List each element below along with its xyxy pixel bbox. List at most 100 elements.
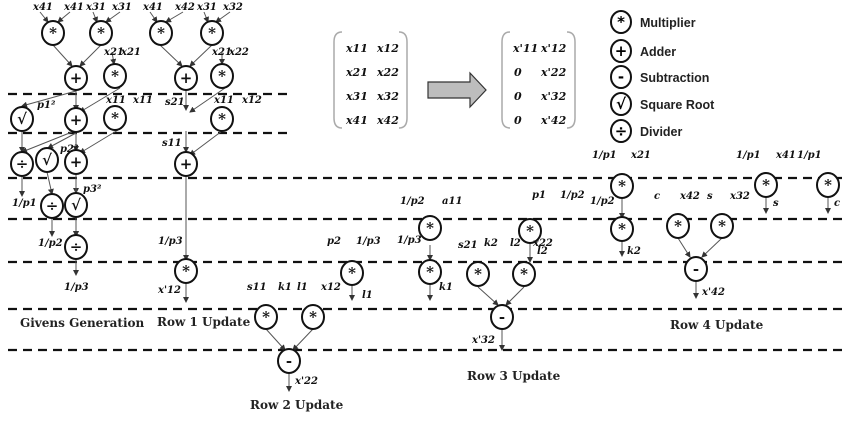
label-l2: l2 bbox=[510, 238, 521, 249]
label-x41: x41 bbox=[775, 150, 796, 161]
svg-text:*: * bbox=[111, 67, 119, 85]
label-x42-prime: x'42 bbox=[701, 287, 725, 298]
svg-text:*: * bbox=[526, 222, 534, 240]
svg-text:Divider: Divider bbox=[640, 125, 683, 139]
label-inv-p2: 1/p2 bbox=[590, 196, 615, 207]
svg-text:*: * bbox=[348, 264, 356, 282]
label-c: c bbox=[654, 191, 660, 202]
matrix-after-cell: x'22 bbox=[540, 66, 567, 79]
svg-text:+: + bbox=[180, 155, 193, 173]
svg-text:√: √ bbox=[17, 110, 27, 128]
section-givens-generation: Givens Generation bbox=[20, 316, 145, 330]
svg-text:-: - bbox=[618, 68, 624, 86]
matrix-after-cell: 0 bbox=[514, 90, 522, 103]
label-x11: x11 bbox=[213, 95, 234, 106]
label-x21: x21 bbox=[103, 47, 124, 58]
svg-text:*: * bbox=[426, 263, 434, 281]
svg-text:*: * bbox=[49, 24, 57, 42]
label-s11: s11 bbox=[247, 282, 267, 293]
connections bbox=[19, 11, 831, 392]
svg-text:-: - bbox=[286, 352, 292, 370]
svg-text:*: * bbox=[617, 13, 625, 31]
label-inv-p1: 1/p1 bbox=[592, 150, 617, 161]
svg-text:Square Root: Square Root bbox=[640, 98, 715, 112]
label-x21: x21 bbox=[630, 150, 651, 161]
label-x31: x31 bbox=[111, 2, 132, 13]
label-s11: s11 bbox=[162, 138, 182, 149]
label-x22-prime: x'22 bbox=[294, 376, 318, 387]
matrix-after-cell: x'42 bbox=[540, 114, 567, 127]
svg-text:√: √ bbox=[616, 95, 627, 113]
matrix-after: x'11 x'12 0 x'22 0 x'32 0 x'42 bbox=[501, 31, 576, 129]
label-x41: x41 bbox=[63, 2, 84, 13]
label-inv-p3: 1/p3 bbox=[356, 236, 381, 247]
svg-text:*: * bbox=[618, 177, 626, 195]
square-root-icon bbox=[610, 92, 632, 116]
label-a11: a11 bbox=[442, 196, 462, 207]
matrix-before-cell: x41 bbox=[345, 114, 368, 127]
matrix-before-cell: x32 bbox=[376, 90, 399, 103]
label-x42: x42 bbox=[679, 191, 700, 202]
svg-text:*: * bbox=[674, 217, 682, 235]
label-x41: x41 bbox=[142, 2, 163, 13]
label-inv-p2: 1/p2 bbox=[560, 190, 585, 201]
label-x21: x21 bbox=[120, 47, 141, 58]
svg-text:+: + bbox=[180, 69, 193, 87]
label-x31: x31 bbox=[196, 2, 217, 13]
svg-text:*: * bbox=[718, 217, 726, 235]
label-inv-p1: 1/p1 bbox=[797, 150, 822, 161]
svg-text:+: + bbox=[615, 42, 628, 60]
svg-text:*: * bbox=[309, 308, 317, 326]
label-k2: k2 bbox=[484, 238, 498, 249]
matrix-before-cell: x22 bbox=[376, 66, 399, 79]
label-inv-p1: 1/p1 bbox=[12, 198, 37, 209]
label-s21: s21 bbox=[458, 240, 478, 251]
matrix-before-cell: x11 bbox=[345, 42, 368, 55]
matrix-after-cell: 0 bbox=[514, 114, 522, 127]
transform-arrow bbox=[427, 71, 487, 109]
label-x11: x11 bbox=[105, 95, 126, 106]
svg-text:*: * bbox=[97, 24, 105, 42]
label-inv-p1: 1/p1 bbox=[736, 150, 761, 161]
label-x12: x12 bbox=[320, 282, 341, 293]
svg-text:*: * bbox=[208, 24, 216, 42]
svg-text:*: * bbox=[762, 176, 770, 194]
label-inv-p3: 1/p3 bbox=[64, 282, 89, 293]
label-k2: k2 bbox=[627, 246, 641, 257]
svg-text:-: - bbox=[499, 308, 505, 326]
label-l1: l1 bbox=[362, 290, 373, 301]
svg-text:*: * bbox=[474, 265, 482, 283]
label-k1: k1 bbox=[439, 282, 453, 293]
svg-text:*: * bbox=[824, 176, 832, 194]
matrix-after-cell: x'32 bbox=[540, 90, 567, 103]
svg-text:+: + bbox=[70, 69, 83, 87]
label-inv-p3: 1/p3 bbox=[158, 236, 183, 247]
svg-text:*: * bbox=[618, 220, 626, 238]
label-x32: x32 bbox=[222, 2, 243, 13]
subtraction-icon bbox=[610, 65, 632, 89]
label-s: s bbox=[707, 191, 713, 202]
label-x32: x32 bbox=[729, 191, 750, 202]
label-p2-squared: p2² bbox=[60, 144, 79, 155]
label-x22: x22 bbox=[532, 238, 553, 249]
svg-text:-: - bbox=[693, 260, 699, 278]
label-c: c bbox=[834, 198, 840, 209]
legend-multiplier: * Multiplier bbox=[610, 10, 696, 34]
legend: * Multiplier + Adder - Subtraction √ Squ… bbox=[610, 10, 715, 143]
matrix-after-cell: 0 bbox=[514, 66, 522, 79]
legend-subtraction: - Subtraction bbox=[610, 65, 709, 89]
svg-text:√: √ bbox=[71, 196, 81, 214]
matrix-after-cell: x'12 bbox=[540, 42, 567, 55]
adder-icon bbox=[610, 39, 632, 63]
matrix-before-cell: x21 bbox=[345, 66, 368, 79]
svg-text:*: * bbox=[520, 265, 528, 283]
label-p1: p1 bbox=[532, 190, 546, 201]
label-l1: l1 bbox=[297, 282, 308, 293]
svg-text:Subtraction: Subtraction bbox=[640, 71, 709, 85]
multiplier-icon bbox=[610, 10, 632, 34]
label-p2: p2 bbox=[327, 236, 341, 247]
divider-icon bbox=[610, 119, 632, 143]
matrix-before: x11 x12 x21 x22 x31 x32 x41 x42 bbox=[333, 31, 408, 129]
